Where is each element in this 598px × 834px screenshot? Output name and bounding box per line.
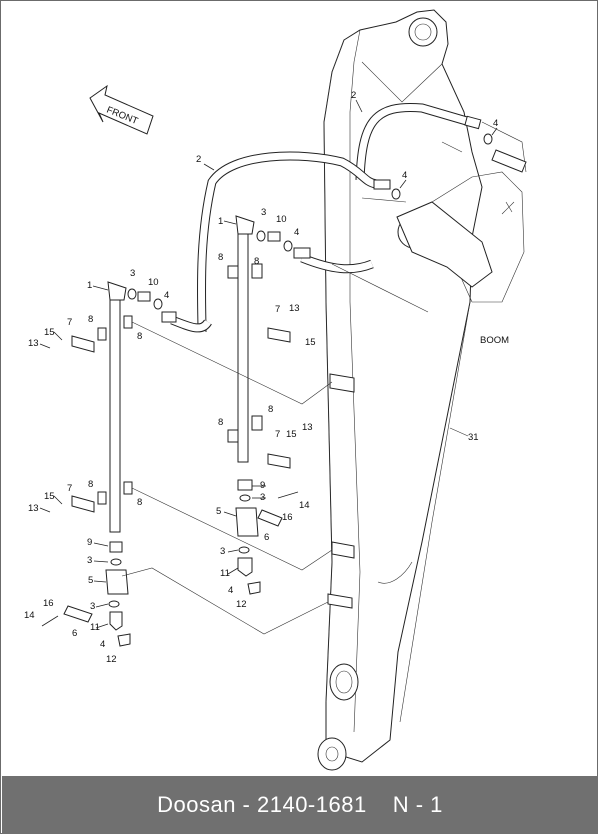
footer-bar: Doosan - 2140-1681 N - 1 [2, 776, 598, 834]
callout-13-left-b: 13 [28, 503, 39, 514]
callout-4-top: 4 [493, 118, 498, 129]
callout-10-mid: 10 [276, 214, 287, 225]
callout-8-mid-a: 8 [218, 252, 223, 263]
callout-7-mid-b: 7 [275, 429, 280, 440]
callout-14-mid: 14 [299, 500, 310, 511]
callout-12-left: 12 [106, 654, 117, 665]
callout-8-left-b: 8 [137, 331, 142, 342]
callout-8-left-d: 8 [137, 497, 142, 508]
pipe-middle [235, 215, 311, 595]
callout-11-left: 11 [90, 622, 100, 633]
callout-1-left: 1 [87, 280, 92, 291]
callout-16-mid: 16 [282, 512, 293, 523]
callout-7-left-a: 7 [67, 317, 72, 328]
callout-13-left-a: 13 [28, 338, 39, 349]
callout-2-top: 2 [351, 90, 356, 101]
footer-part-number: Doosan - 2140-1681 [157, 792, 367, 817]
callout-8-mid-d: 8 [268, 404, 273, 415]
callout-4-mid-b: 4 [228, 585, 233, 596]
middle-hose [170, 151, 401, 333]
callout-8-left-c: 8 [88, 479, 93, 490]
callout-14-left: 14 [24, 610, 35, 621]
callout-3-left-b: 3 [87, 555, 92, 566]
callout-8-left-a: 8 [88, 314, 93, 325]
callout-leaders [39, 99, 498, 629]
callout-6-left: 6 [72, 628, 77, 639]
callout-16-left: 16 [43, 598, 54, 609]
callout-4-left-b: 4 [100, 639, 105, 650]
callout-3-mid-c: 3 [220, 546, 225, 557]
callout-5-mid: 5 [216, 506, 221, 517]
callout-10-left: 10 [148, 277, 159, 288]
callout-4-mid-top: 4 [402, 170, 407, 181]
callout-12-mid: 12 [236, 599, 247, 610]
callout-31: 31 [468, 432, 479, 443]
callout-9-left: 9 [87, 537, 92, 548]
callout-9-mid: 9 [260, 480, 265, 491]
callout-15-mid-a: 15 [305, 337, 316, 348]
callout-3-left-c: 3 [90, 601, 95, 612]
clamps [71, 263, 355, 609]
upper-boom-hose [355, 102, 527, 181]
callout-3-mid: 3 [261, 207, 266, 218]
boom-piping-diagram: FRONT [24, 9, 527, 771]
callout-7-left-b: 7 [67, 483, 72, 494]
callout-7-mid-a: 7 [275, 304, 280, 315]
callout-6-mid: 6 [264, 532, 269, 543]
callout-1-mid: 1 [218, 216, 223, 227]
leader-lines [121, 141, 469, 635]
callout-5-left: 5 [88, 575, 93, 586]
callout-11-mid: 11 [220, 568, 230, 579]
callout-4-mid: 4 [294, 227, 299, 238]
callout-8-mid-c: 8 [218, 417, 223, 428]
boom-label: BOOM [480, 335, 509, 346]
callout-13-mid-a: 13 [289, 303, 300, 314]
pipe-left [41, 281, 177, 647]
callout-15-left-b: 15 [44, 491, 55, 502]
footer-page: N - 1 [392, 792, 443, 817]
callout-8-mid-b: 8 [254, 256, 259, 267]
callout-4-left: 4 [164, 290, 169, 301]
front-direction-arrow: FRONT [89, 84, 154, 135]
callout-3-left: 3 [130, 268, 135, 279]
callout-13-mid-b: 13 [302, 422, 313, 433]
callout-15-left-a: 15 [44, 327, 55, 338]
callout-15-mid-b: 15 [286, 429, 297, 440]
callout-labels: 31 BOOM 2 4 4 2 1 3 10 4 8 8 7 13 15 8 8… [24, 90, 509, 665]
callout-2-mid: 2 [196, 154, 201, 165]
callout-3-mid-b: 3 [260, 492, 265, 503]
